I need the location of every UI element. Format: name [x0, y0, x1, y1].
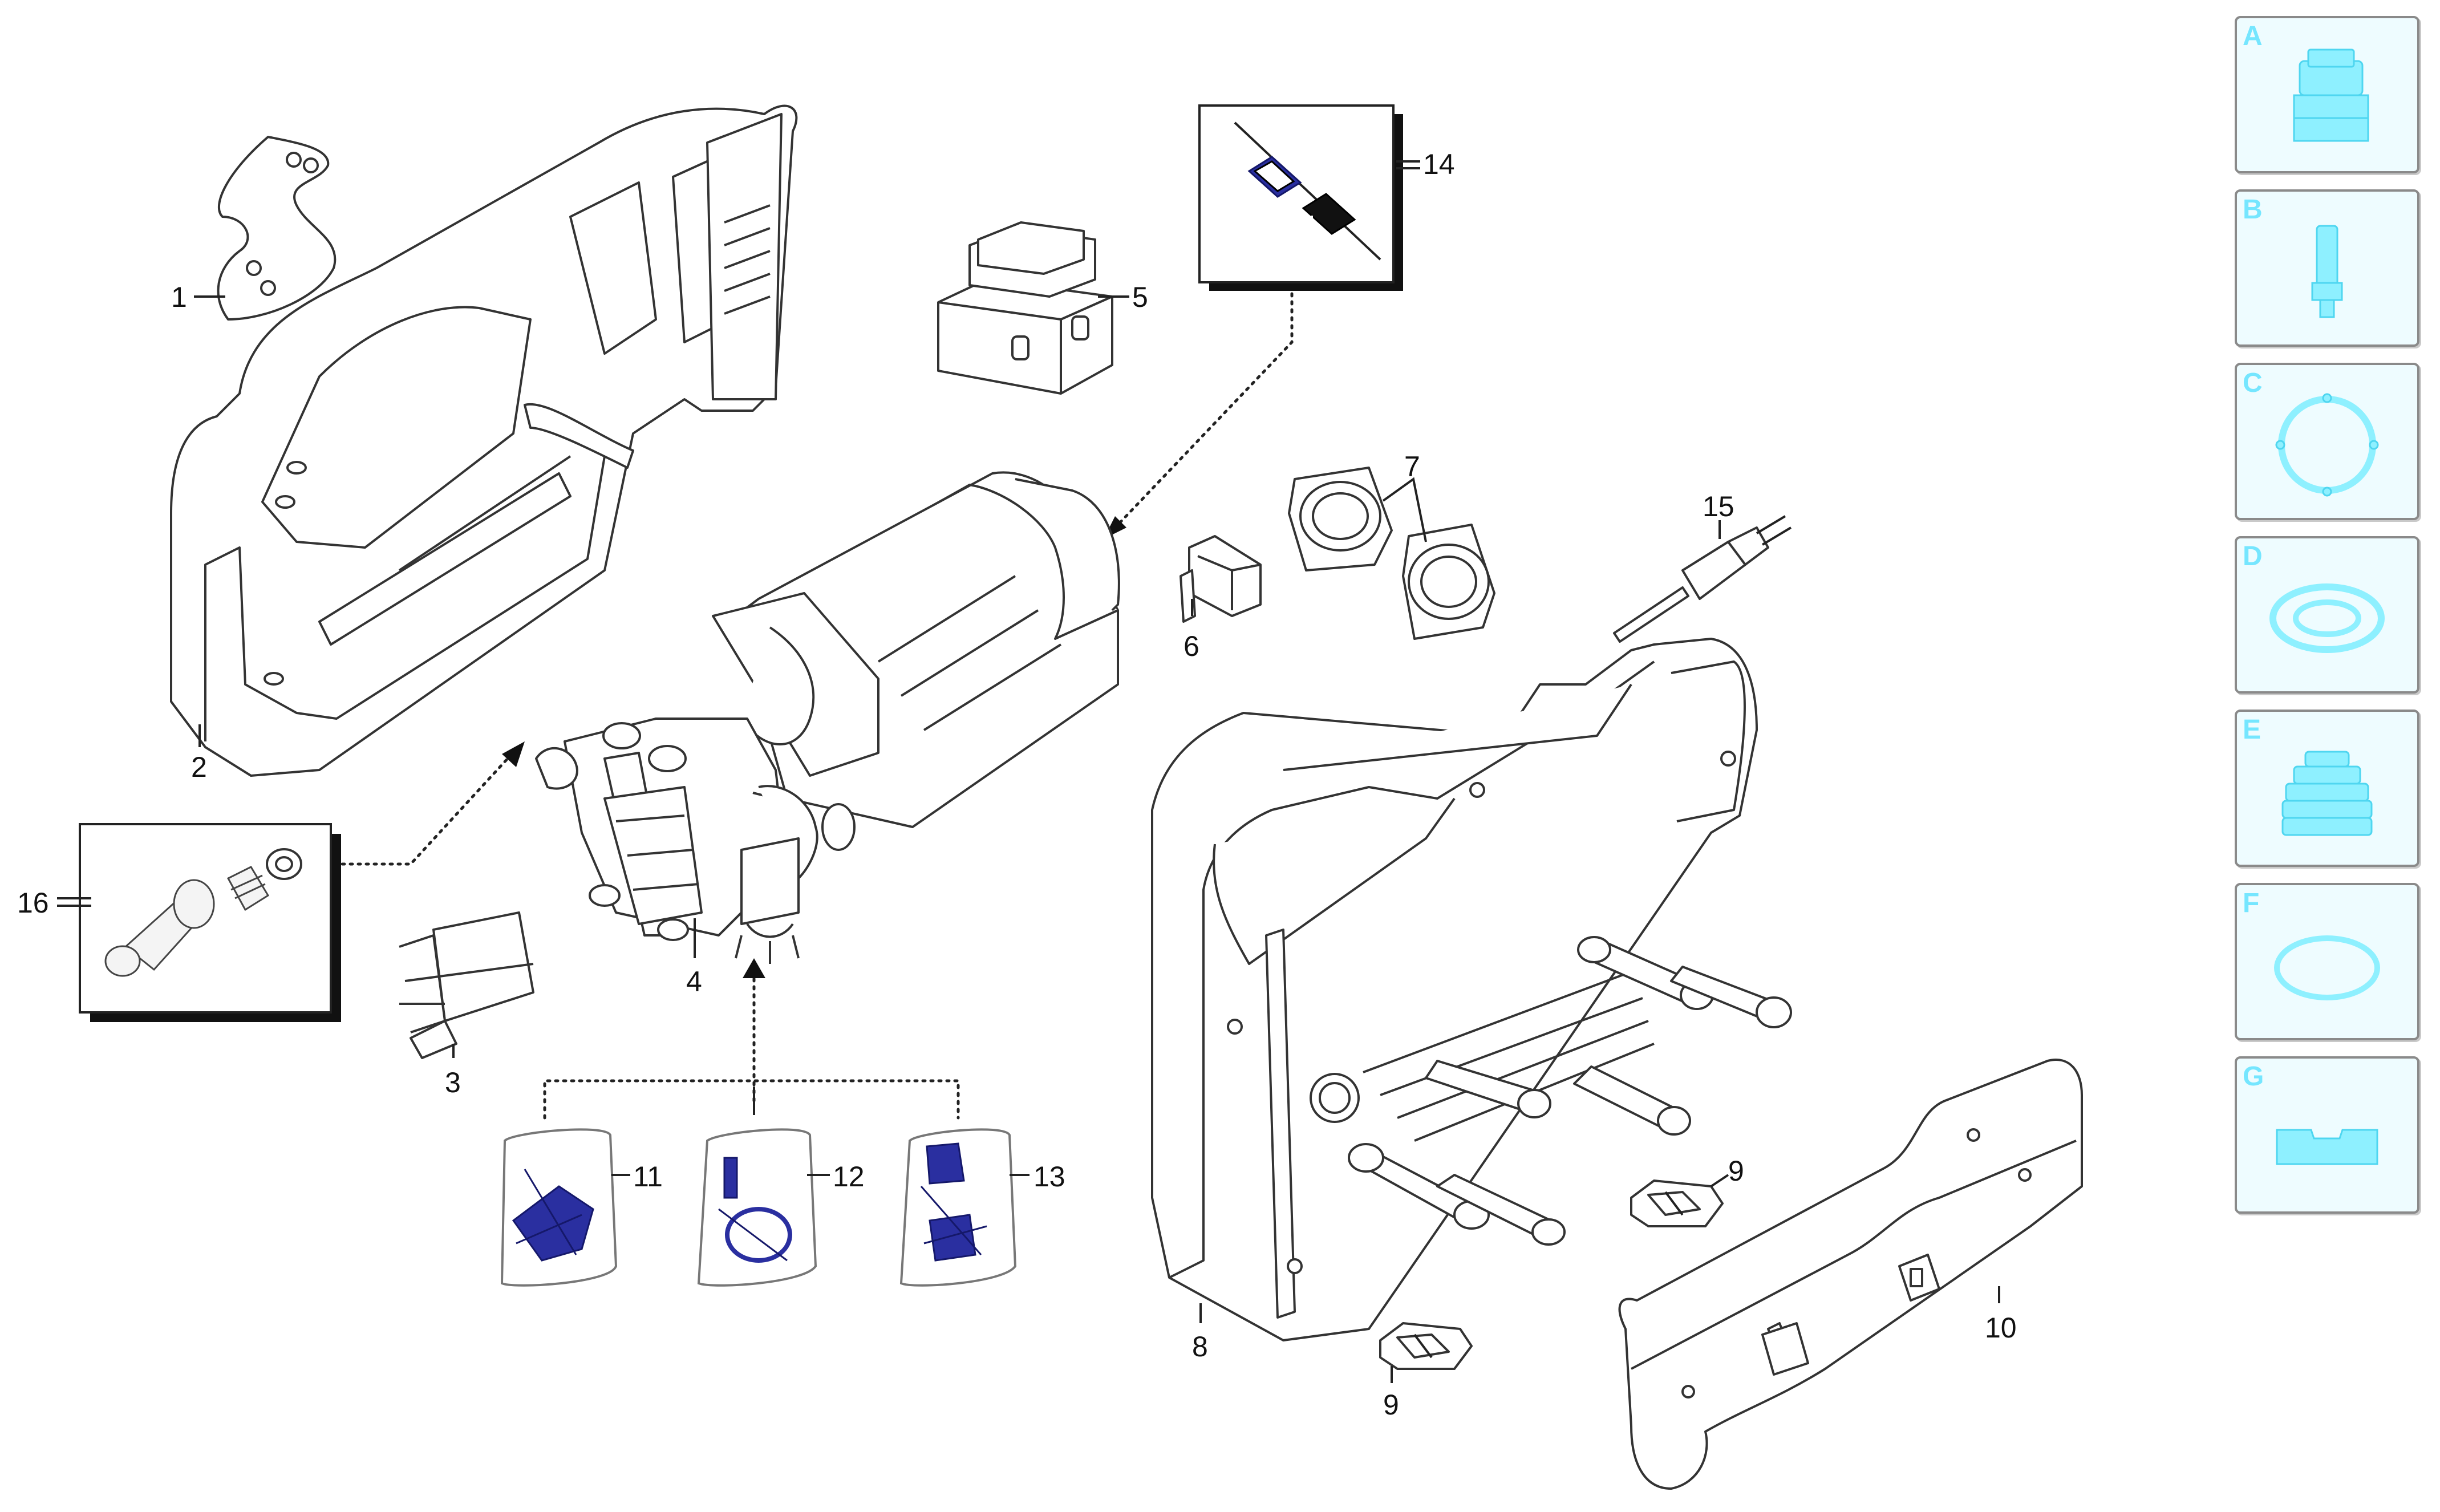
part-5-switch-box — [937, 221, 1113, 395]
pin-icon — [2311, 225, 2343, 318]
part-1-plate — [217, 136, 337, 321]
part-13-kit-bag — [899, 1128, 1017, 1287]
callout-6: 6 — [1183, 630, 1199, 662]
legend-letter-d: D — [2243, 541, 2263, 571]
seal-ring-icon — [2269, 583, 2385, 653]
legend-letter-f: F — [2243, 888, 2260, 918]
leader-9-upper — [1710, 1174, 1729, 1187]
part-2-housing-left — [170, 104, 798, 777]
legend-letter-a: A — [2243, 21, 2263, 51]
legend-letter-e: E — [2243, 715, 2261, 745]
callout-9-upper: 9 — [1728, 1155, 1744, 1187]
clip-icon — [2276, 1129, 2378, 1165]
callout-1: 1 — [171, 281, 187, 313]
callout-15: 15 — [1703, 491, 1734, 522]
callout-12: 12 — [833, 1161, 865, 1193]
o-ring-icon — [2274, 935, 2380, 1000]
callout-9-lower: 9 — [1383, 1389, 1399, 1421]
part-6-switch — [1180, 535, 1262, 623]
arrow-14-to-motor — [1116, 292, 1294, 526]
part-12-kit-bag — [697, 1128, 817, 1287]
part-16-inlet-box — [79, 823, 341, 1022]
bellows-icon — [2281, 751, 2373, 836]
callout-5: 5 — [1132, 281, 1148, 313]
callout-14: 14 — [1423, 148, 1455, 180]
legend-panel-g[interactable]: G — [2235, 1056, 2419, 1214]
legend-panel-e[interactable]: E — [2235, 710, 2419, 867]
legend-panel-a[interactable]: A — [2235, 16, 2419, 173]
callout-11: 11 — [633, 1161, 663, 1193]
callout-8: 8 — [1192, 1331, 1208, 1363]
part-8-housing-right — [1151, 638, 1792, 1341]
part-15-power-plug — [1613, 515, 1792, 643]
part-11-kit-bag — [500, 1128, 618, 1287]
legend-letter-c: C — [2243, 368, 2263, 398]
part-9-clip-upper — [1630, 1179, 1724, 1227]
part-4-motor-pump — [535, 471, 1120, 964]
part-14-brush-box — [1198, 104, 1403, 291]
legend-letter-b: B — [2243, 194, 2263, 225]
part-3-bracket — [399, 911, 534, 1059]
part-9-clip-lower — [1379, 1322, 1473, 1370]
callout-10: 10 — [1985, 1312, 2017, 1344]
callout-16: 16 — [17, 887, 49, 919]
legend-letter-g: G — [2243, 1061, 2264, 1092]
part-7-flanges — [1288, 467, 1495, 640]
legend-panel-b[interactable]: B — [2235, 189, 2419, 347]
part-10-side-cover — [1618, 1059, 2083, 1490]
arrow-16-to-pump — [341, 757, 509, 866]
callout-4: 4 — [686, 966, 702, 998]
gasket-icon — [2275, 393, 2379, 497]
legend-panel-f[interactable]: F — [2235, 883, 2419, 1040]
callout-2: 2 — [191, 751, 207, 783]
housing-posts — [1348, 936, 1792, 1246]
legend-panel-d[interactable]: D — [2235, 536, 2419, 694]
nut-bolt-icon — [2293, 48, 2369, 142]
callout-7: 7 — [1404, 451, 1420, 483]
callout-13: 13 — [1033, 1161, 1065, 1193]
legend-panel-c[interactable]: C — [2235, 363, 2419, 520]
leader-7 — [1382, 477, 1427, 542]
callout-3: 3 — [445, 1067, 461, 1098]
